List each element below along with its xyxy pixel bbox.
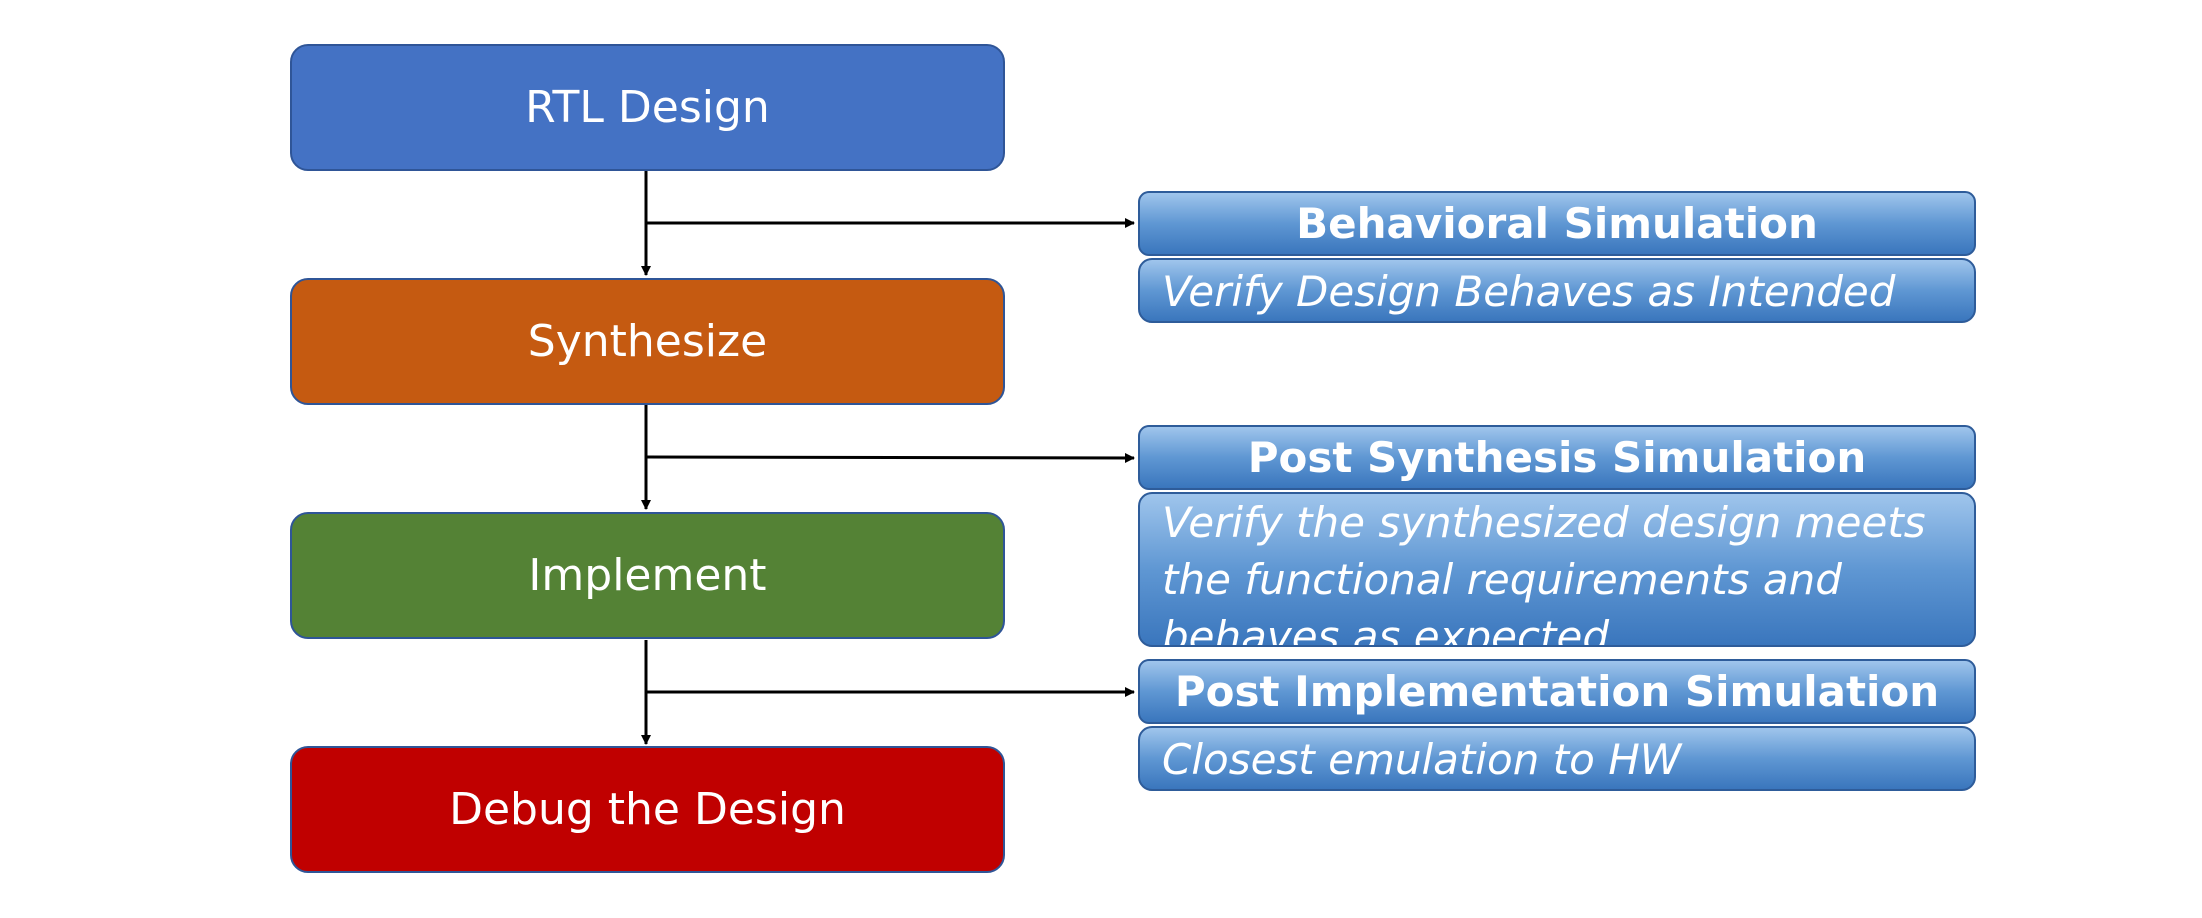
- arrow-to-post-synthesis-simulation: [645, 452, 1135, 463]
- step-implement-label: Implement: [528, 550, 767, 601]
- step-rtl-design: RTL Design: [290, 44, 1005, 171]
- step-debug-label: Debug the Design: [449, 784, 846, 835]
- post-synthesis-simulation-title: Post Synthesis Simulation: [1138, 425, 1976, 490]
- step-synthesize-label: Synthesize: [527, 316, 768, 367]
- step-debug-the-design: Debug the Design: [290, 746, 1005, 873]
- post-implementation-simulation-description-text: Closest emulation to HW: [1162, 735, 1682, 784]
- step-rtl-design-label: RTL Design: [525, 82, 770, 133]
- post-synthesis-simulation-description: Verify the synthesized design meets the …: [1138, 492, 1976, 647]
- post-implementation-simulation-title: Post Implementation Simulation: [1138, 659, 1976, 724]
- post-implementation-simulation-title-text: Post Implementation Simulation: [1174, 667, 1940, 716]
- step-synthesize: Synthesize: [290, 278, 1005, 405]
- behavioral-simulation-title: Behavioral Simulation: [1138, 191, 1976, 256]
- step-implement: Implement: [290, 512, 1005, 639]
- post-implementation-simulation-description: Closest emulation to HW: [1138, 726, 1976, 791]
- post-synthesis-simulation-title-text: Post Synthesis Simulation: [1247, 433, 1867, 482]
- behavioral-simulation-title-text: Behavioral Simulation: [1296, 199, 1818, 248]
- post-synthesis-simulation-description-text: Verify the synthesized design meets the …: [1162, 498, 1926, 647]
- behavioral-simulation-description: Verify Design Behaves as Intended: [1138, 258, 1976, 323]
- behavioral-simulation-description-text: Verify Design Behaves as Intended: [1162, 267, 1896, 316]
